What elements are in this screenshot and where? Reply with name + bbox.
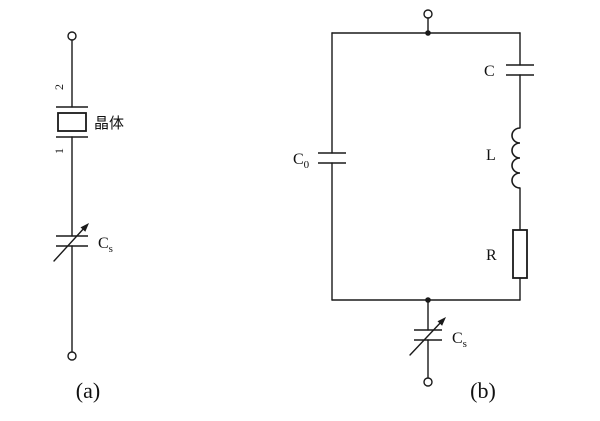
cs-label-sub: s bbox=[463, 338, 467, 350]
arrow-icon bbox=[409, 319, 444, 356]
pin-label-1: 1 bbox=[52, 148, 66, 154]
c-label: C bbox=[484, 63, 495, 80]
pin-label-2: 2 bbox=[52, 84, 66, 90]
resistor-symbol bbox=[512, 229, 528, 279]
cs-label-main: C bbox=[98, 235, 109, 252]
c0-label: C0 bbox=[293, 151, 310, 171]
crystal-symbol bbox=[56, 106, 88, 138]
cs-label: Cs bbox=[452, 330, 467, 350]
terminal-bottom-icon bbox=[423, 377, 433, 387]
r-label: R bbox=[486, 247, 497, 264]
cs-label-sub: s bbox=[109, 243, 113, 255]
arrowhead-icon bbox=[437, 317, 446, 326]
crystal-body bbox=[57, 112, 87, 132]
crystal-branch-circuit: 2 晶体 1 Cs (a) bbox=[52, 31, 124, 403]
caption-a: (a) bbox=[76, 378, 100, 403]
terminal-bottom-icon bbox=[67, 351, 77, 361]
c0-label-main: C bbox=[293, 151, 304, 168]
terminal-top-icon bbox=[67, 31, 77, 41]
equivalent-circuit: C0 C L R Cs bbox=[293, 9, 534, 403]
capacitor-c-symbol bbox=[506, 64, 534, 76]
cs-label-main: C bbox=[452, 330, 463, 347]
l-label: L bbox=[486, 147, 496, 164]
crystal-label: 晶体 bbox=[94, 114, 124, 132]
arrowhead-icon bbox=[80, 223, 89, 232]
cs-label: Cs bbox=[98, 235, 113, 255]
terminal-top-icon bbox=[423, 9, 433, 19]
caption-b: (b) bbox=[470, 378, 496, 403]
arrow-icon bbox=[53, 225, 87, 262]
c0-label-sub: 0 bbox=[304, 159, 310, 171]
inductor-symbol bbox=[511, 127, 521, 189]
capacitor-c0-symbol bbox=[318, 152, 346, 164]
